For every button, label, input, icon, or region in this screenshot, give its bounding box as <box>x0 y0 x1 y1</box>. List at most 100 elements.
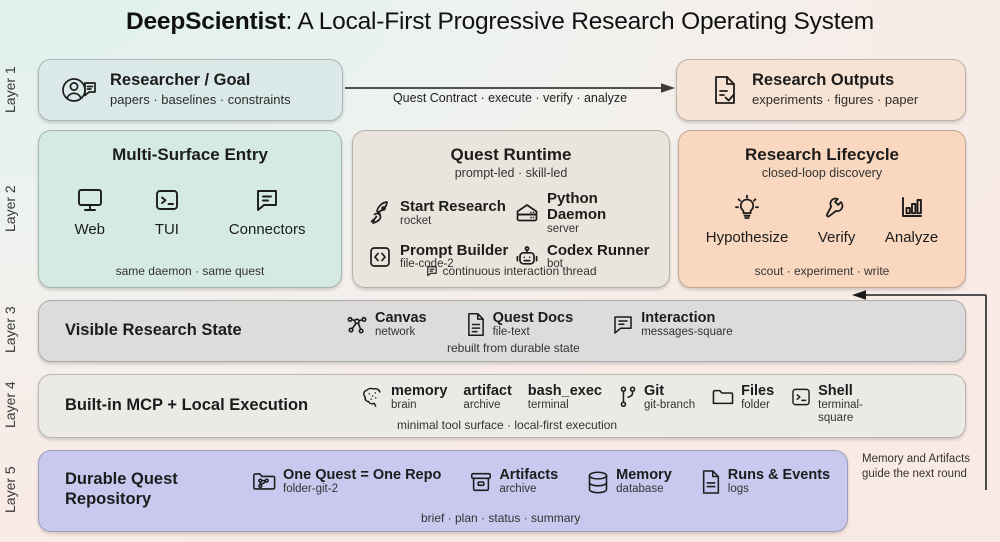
layer4-sub-4: folder <box>741 399 770 412</box>
layer4-sub-3: git-branch <box>643 399 696 412</box>
lifecycle-label-analyze: Analyze <box>884 229 939 246</box>
runtime-item-prompt-builder[interactable]: Prompt Builder file-code-2 <box>367 241 510 272</box>
layer4-item-git[interactable]: Git git-branch <box>618 383 696 412</box>
entry-label-web: Web <box>74 221 106 238</box>
layer4-name-3: Git <box>643 383 665 399</box>
layer3-item-canvas[interactable]: Canvas network <box>345 310 427 339</box>
layer4-footer: minimal tool surface · local-first execu… <box>397 418 618 432</box>
layer5-item-memory[interactable]: Memory database <box>586 467 672 496</box>
folder-icon <box>711 387 735 407</box>
runtime-footer: continuous interaction thread <box>442 264 597 278</box>
entry-title: Multi-Surface Entry <box>112 145 268 164</box>
entry-item-web[interactable]: Web <box>74 185 105 238</box>
research-outputs-title: Research Outputs <box>752 71 895 90</box>
quest-runtime-panel[interactable]: Quest Runtime prompt-led · skill-led Sta… <box>352 130 670 288</box>
layer-label-1: Layer 1 <box>2 66 18 114</box>
runtime-footer-wrap: continuous interaction thread <box>353 264 669 278</box>
file-text-icon <box>465 312 487 337</box>
layer-label-2: Layer 2 <box>2 185 18 233</box>
file-code-icon <box>367 244 393 270</box>
builtin-mcp-row[interactable]: Built-in MCP + Local Execution memory br… <box>38 374 966 438</box>
layer4-name-2: bash_exec <box>527 383 602 399</box>
database-icon <box>586 470 610 495</box>
research-lifecycle-panel[interactable]: Research Lifecycle closed-loop discovery… <box>678 130 966 288</box>
terminal-icon <box>152 185 182 215</box>
file-lines-icon <box>700 469 722 495</box>
entry-footer: same daemon · same quest <box>115 264 265 278</box>
messages-square-icon <box>611 313 635 337</box>
server-icon <box>514 200 540 226</box>
layer4-name-4: Files <box>741 383 775 399</box>
runtime-sub-3: bot <box>547 258 563 271</box>
runtime-name-1: Python Daemon <box>547 190 607 223</box>
runtime-name-0: Start Research <box>400 197 506 215</box>
layer4-name-1: artifact <box>463 383 512 399</box>
folder-git-icon <box>251 470 277 494</box>
feedback-note: Memory and Artifacts guide the next roun… <box>862 452 992 482</box>
layer4-item-shell[interactable]: Shell terminal-square <box>790 383 880 426</box>
message-square-icon <box>425 264 439 278</box>
lifecycle-item-verify[interactable]: Verify <box>817 193 856 246</box>
multi-surface-entry-panel[interactable]: Multi-Surface Entry Web TUI <box>38 130 342 288</box>
layer3-heading: Visible Research State <box>65 321 242 339</box>
lifecycle-item-hypothesize[interactable]: Hypothesize <box>705 193 789 246</box>
layer5-sub-0: folder-git-2 <box>283 483 338 496</box>
entry-label-tui: TUI <box>154 221 179 238</box>
research-outputs-card[interactable]: Research Outputs experiments · figures ·… <box>676 59 966 121</box>
wrench-icon <box>822 193 852 223</box>
runtime-sub-2: file-code-2 <box>400 258 454 271</box>
layer3-footer: rebuilt from durable state <box>447 341 580 355</box>
layer3-item-quest-docs[interactable]: Quest Docs file-text <box>465 310 574 339</box>
layer5-item-one-quest[interactable]: One Quest = One Repo folder-git-2 <box>251 467 442 496</box>
layer4-item-memory[interactable]: memory brain <box>361 383 448 412</box>
layer3-name-1: Quest Docs <box>492 310 574 326</box>
layer5-item-artifacts[interactable]: Artifacts archive <box>469 467 559 496</box>
runtime-name-3: Codex Runner <box>547 241 650 259</box>
visible-research-state-row[interactable]: Visible Research State Canvas network <box>38 300 966 362</box>
layer3-name-2: Interaction <box>641 310 716 326</box>
layer4-sub-0: brain <box>391 399 417 412</box>
layer5-item-runs-events[interactable]: Runs & Events logs <box>700 467 830 496</box>
feedback-note-line1: Memory and Artifacts <box>862 453 971 465</box>
researcher-goal-sub: papers · baselines · constraints <box>110 92 291 108</box>
layer5-sub-1: archive <box>499 483 537 496</box>
quest-contract-arrow <box>345 83 675 93</box>
lifecycle-item-analyze[interactable]: Analyze <box>885 193 938 246</box>
archive-icon <box>469 470 493 494</box>
user-message-icon <box>61 75 97 105</box>
layer4-name-0: memory <box>391 383 448 399</box>
layer5-footer: brief · plan · status · summary <box>421 511 581 525</box>
feedback-note-line2: guide the next round <box>862 468 967 481</box>
researcher-goal-text: Researcher / Goal papers · baselines · c… <box>110 71 291 108</box>
researcher-goal-title: Researcher / Goal <box>110 71 251 90</box>
runtime-sub-1: server <box>547 222 579 235</box>
git-branch-icon <box>618 385 638 409</box>
layer5-name-0: One Quest = One Repo <box>283 467 442 483</box>
lifecycle-label-hypothesize: Hypothesize <box>705 229 789 246</box>
entry-item-connectors[interactable]: Connectors <box>229 185 306 238</box>
layer4-item-bash-exec[interactable]: bash_exec terminal <box>527 383 602 412</box>
lifecycle-label-verify: Verify <box>817 229 856 246</box>
runtime-item-start-research[interactable]: Start Research rocket <box>367 191 510 236</box>
layer5-name-1: Artifacts <box>499 467 559 483</box>
monitor-icon <box>75 185 105 215</box>
researcher-goal-card[interactable]: Researcher / Goal papers · baselines · c… <box>38 59 343 121</box>
file-check-icon <box>711 74 739 106</box>
runtime-item-python-daemon[interactable]: Python Daemon server <box>514 191 657 236</box>
layer3-item-interaction[interactable]: Interaction messages-square <box>611 310 733 339</box>
layer4-item-artifact[interactable]: artifact archive <box>463 383 512 412</box>
durable-quest-repository-row[interactable]: Durable Quest Repository One Quest = One… <box>38 450 848 532</box>
entry-item-tui[interactable]: TUI <box>152 185 182 238</box>
layer4-item-files[interactable]: Files folder <box>711 383 775 412</box>
layer3-sub-0: network <box>375 326 416 339</box>
lifecycle-footer: scout · experiment · write <box>754 264 890 278</box>
layer-label-5: Layer 5 <box>2 466 18 514</box>
layer5-sub-2: database <box>616 483 664 496</box>
brain-icon <box>361 386 385 408</box>
runtime-item-codex-runner[interactable]: Codex Runner bot <box>514 241 657 272</box>
title-brand: DeepScientist <box>126 8 286 35</box>
layer-label-3: Layer 3 <box>2 306 18 354</box>
layer4-name-5: Shell <box>818 383 853 399</box>
runtime-name-2: Prompt Builder <box>400 241 509 259</box>
